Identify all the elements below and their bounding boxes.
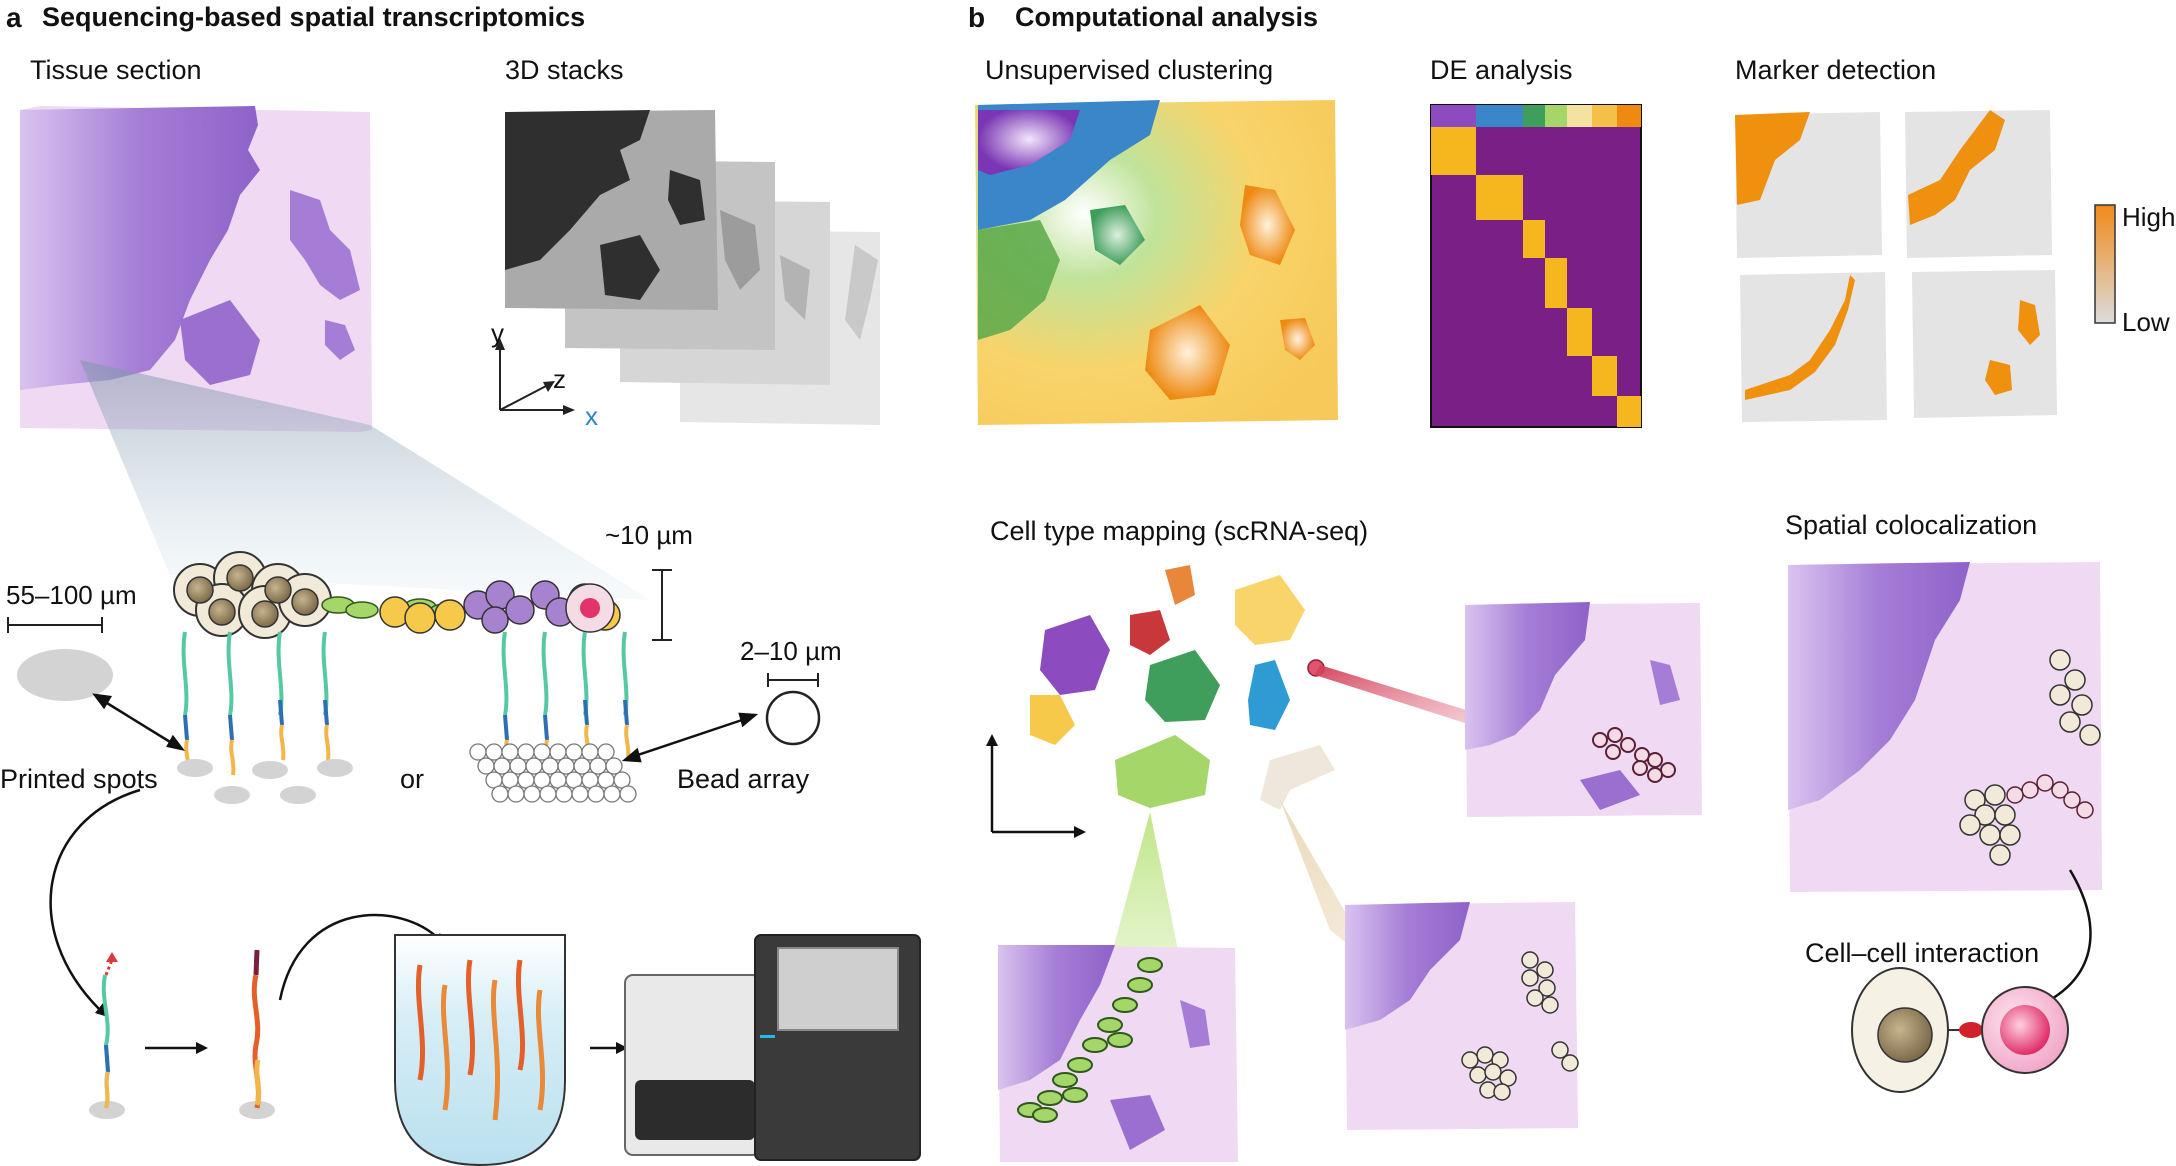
zoom-cone	[80, 360, 650, 600]
clustering-map	[975, 100, 1338, 425]
de-analysis-label: DE analysis	[1430, 55, 1573, 85]
colocalization-label: Spatial colocalization	[1785, 510, 2038, 540]
bead-array-illustration	[469, 743, 637, 803]
cell-interaction-label: Cell–cell interaction	[1805, 938, 2040, 968]
printed-spots-illustration	[17, 649, 353, 804]
library-workflow	[49, 788, 628, 1166]
panel-a-letter: a	[6, 2, 22, 33]
colocalization-tissue	[1788, 562, 2102, 1005]
celltype-mapping-label: Cell type mapping (scRNA-seq)	[990, 516, 1369, 546]
cell-interaction-illustration	[1851, 967, 2069, 1093]
axis-y-label: y	[491, 318, 504, 348]
cell-size-label: ~10 µm	[605, 520, 693, 550]
axis-z-label: z	[553, 364, 566, 394]
bead-circle	[765, 690, 821, 746]
bead-size-label: 2–10 µm	[740, 636, 842, 666]
celltype-tissue-top	[1465, 602, 1702, 817]
panel-b-title: Computational analysis	[1015, 2, 1319, 32]
legend-high-label: High	[2122, 202, 2176, 232]
celltype-tissue-bottom-left	[998, 945, 1238, 1162]
panel-b-letter: b	[968, 2, 986, 33]
3d-stacks-illustration	[495, 110, 880, 425]
marker-detection-maps	[1735, 110, 2116, 422]
axis-x-label: x	[585, 401, 598, 431]
cell-layer-illustration	[173, 551, 672, 641]
double-arrows	[92, 693, 759, 763]
marker-detection-label: Marker detection	[1735, 55, 1937, 85]
tissue-section-illustration	[20, 106, 372, 432]
legend-low-label: Low	[2122, 307, 2170, 337]
sequencer-machine	[624, 934, 921, 1161]
stacks-label: 3D stacks	[505, 55, 624, 85]
tissue-section-label: Tissue section	[30, 55, 202, 85]
de-heatmap	[1430, 104, 1642, 428]
clustering-label: Unsupervised clustering	[985, 55, 1274, 85]
celltype-tissue-bottom-right	[1345, 902, 1579, 1130]
bead-array-label: Bead array	[677, 764, 810, 794]
printed-spots-label: Printed spots	[0, 764, 158, 794]
or-label: or	[400, 764, 425, 794]
spot-size-label: 55–100 µm	[6, 580, 137, 610]
panel-a-title: Sequencing-based spatial transcriptomics	[42, 2, 586, 32]
